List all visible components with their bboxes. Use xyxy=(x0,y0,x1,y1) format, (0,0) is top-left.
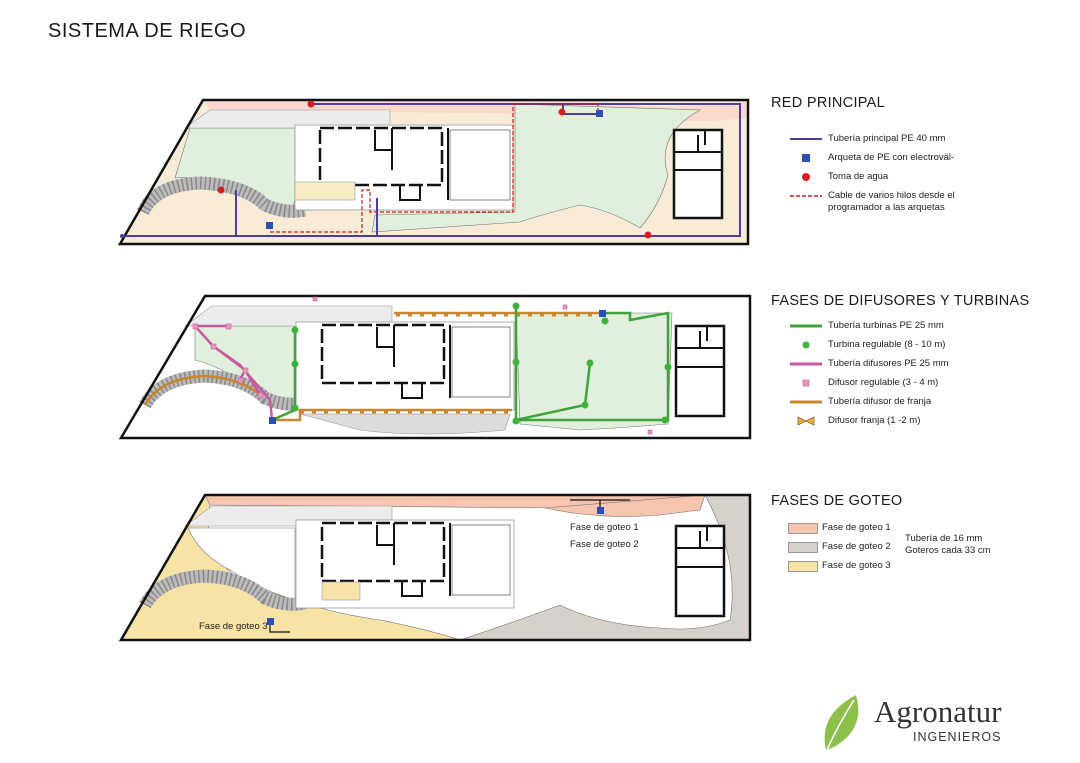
legend-label: Tubería difusor de franja xyxy=(828,396,932,407)
turbine xyxy=(512,358,520,366)
turbine xyxy=(601,317,609,325)
legend-label: Turbina regulable (8 - 10 m) xyxy=(828,339,946,350)
turbine xyxy=(581,401,589,409)
diffuser-pipe xyxy=(194,324,274,421)
green-line-symbol xyxy=(788,320,828,334)
valve-box xyxy=(599,310,606,317)
diffuser xyxy=(647,429,653,435)
leaf-icon xyxy=(824,695,859,751)
logo-subtitle: INGENIEROS xyxy=(913,730,1002,744)
plan-label-fase-1: Fase de goteo 1 xyxy=(570,522,639,533)
water-tap xyxy=(217,186,225,194)
diffuser xyxy=(237,377,244,384)
strip-pipe xyxy=(143,311,600,422)
diffuser xyxy=(257,392,264,399)
turbine xyxy=(664,363,672,371)
bowtie-icon xyxy=(788,415,828,429)
legend-label: Cable de varios hilos desde el xyxy=(828,190,955,201)
turbine xyxy=(291,326,299,334)
blue-square-symbol xyxy=(788,152,828,166)
logo-name: Agronatur xyxy=(874,694,1002,729)
turbine xyxy=(661,416,669,424)
water-tap xyxy=(644,231,652,239)
red-dot-symbol xyxy=(788,171,828,185)
diffuser xyxy=(192,323,199,330)
legend-label: Fase de goteo 1 xyxy=(822,522,891,533)
water-tap xyxy=(558,108,566,116)
purple-line-symbol xyxy=(788,133,828,147)
pink-line-symbol xyxy=(788,358,828,372)
diffuser xyxy=(210,343,217,350)
legend-label: Arqueta de PE con electroväl- xyxy=(828,152,955,163)
diffuser xyxy=(562,304,568,310)
diffuser xyxy=(242,367,249,374)
site-outline xyxy=(117,98,750,246)
pipe-end xyxy=(120,234,124,238)
lawn-area xyxy=(515,312,673,431)
red-dashed-line-symbol xyxy=(788,190,828,204)
legend-label: Tubería principal PE 40 mm xyxy=(828,133,946,144)
page-title: SISTEMA DE RIEGO xyxy=(48,20,247,42)
yellow-swatch xyxy=(788,560,828,574)
green-dot-symbol xyxy=(788,339,828,353)
valve-box xyxy=(597,507,604,514)
diffuser xyxy=(225,323,232,330)
water-tap xyxy=(307,100,315,108)
turbine xyxy=(586,359,594,367)
orange-line-symbol xyxy=(788,396,828,410)
drip-note-line-1: Tubería de 16 mm xyxy=(905,533,983,544)
valve-box xyxy=(267,618,274,625)
legend-label: Difusor franja (1 -2 m) xyxy=(828,415,921,426)
turbine xyxy=(512,417,520,425)
legend-label: programador a las arquetas xyxy=(828,202,945,213)
main-pipe xyxy=(121,103,741,237)
drip-note: Tubería de 16 mm Goteros cada 33 cm xyxy=(905,533,991,557)
drip-note-line-2: Goteros cada 33 cm xyxy=(905,545,991,556)
turbine xyxy=(512,302,520,310)
house xyxy=(295,321,515,411)
turbine xyxy=(291,360,299,368)
plan-label-fase-2: Fase de goteo 2 xyxy=(570,539,639,550)
valve-box xyxy=(269,417,276,424)
site-outline xyxy=(118,493,752,642)
legend-label: Fase de goteo 2 xyxy=(822,541,891,552)
section-title-goteo: FASES DE GOTEO xyxy=(771,493,903,509)
legend-label: Fase de goteo 3 xyxy=(822,560,891,571)
salmon-swatch xyxy=(788,522,828,536)
valve-box xyxy=(266,222,273,229)
diffuser xyxy=(312,296,318,302)
section-title-red-principal: RED PRINCIPAL xyxy=(771,95,886,111)
pink-square-symbol xyxy=(788,377,828,391)
company-logo: Agronatur INGENIEROS xyxy=(818,690,1028,754)
site-outline xyxy=(118,294,752,440)
plan-label-fase-3: Fase de goteo 3 xyxy=(199,621,268,632)
legend-label: Difusor regulable (3 - 4 m) xyxy=(828,377,939,388)
turbine xyxy=(291,404,299,412)
grey-swatch xyxy=(788,541,828,555)
legend-label: Tubería difusores PE 25 mm xyxy=(828,358,949,369)
control-cable xyxy=(270,103,599,233)
lawn-area xyxy=(371,103,702,233)
valve-box xyxy=(596,110,603,117)
section-title-difusores-turbinas: FASES DE DIFUSORES Y TURBINAS xyxy=(771,293,1030,309)
drip-zone-2 xyxy=(459,494,751,641)
legend-label: Tubería turbinas PE 25 mm xyxy=(828,320,944,331)
legend-label: Toma de agua xyxy=(828,171,889,182)
